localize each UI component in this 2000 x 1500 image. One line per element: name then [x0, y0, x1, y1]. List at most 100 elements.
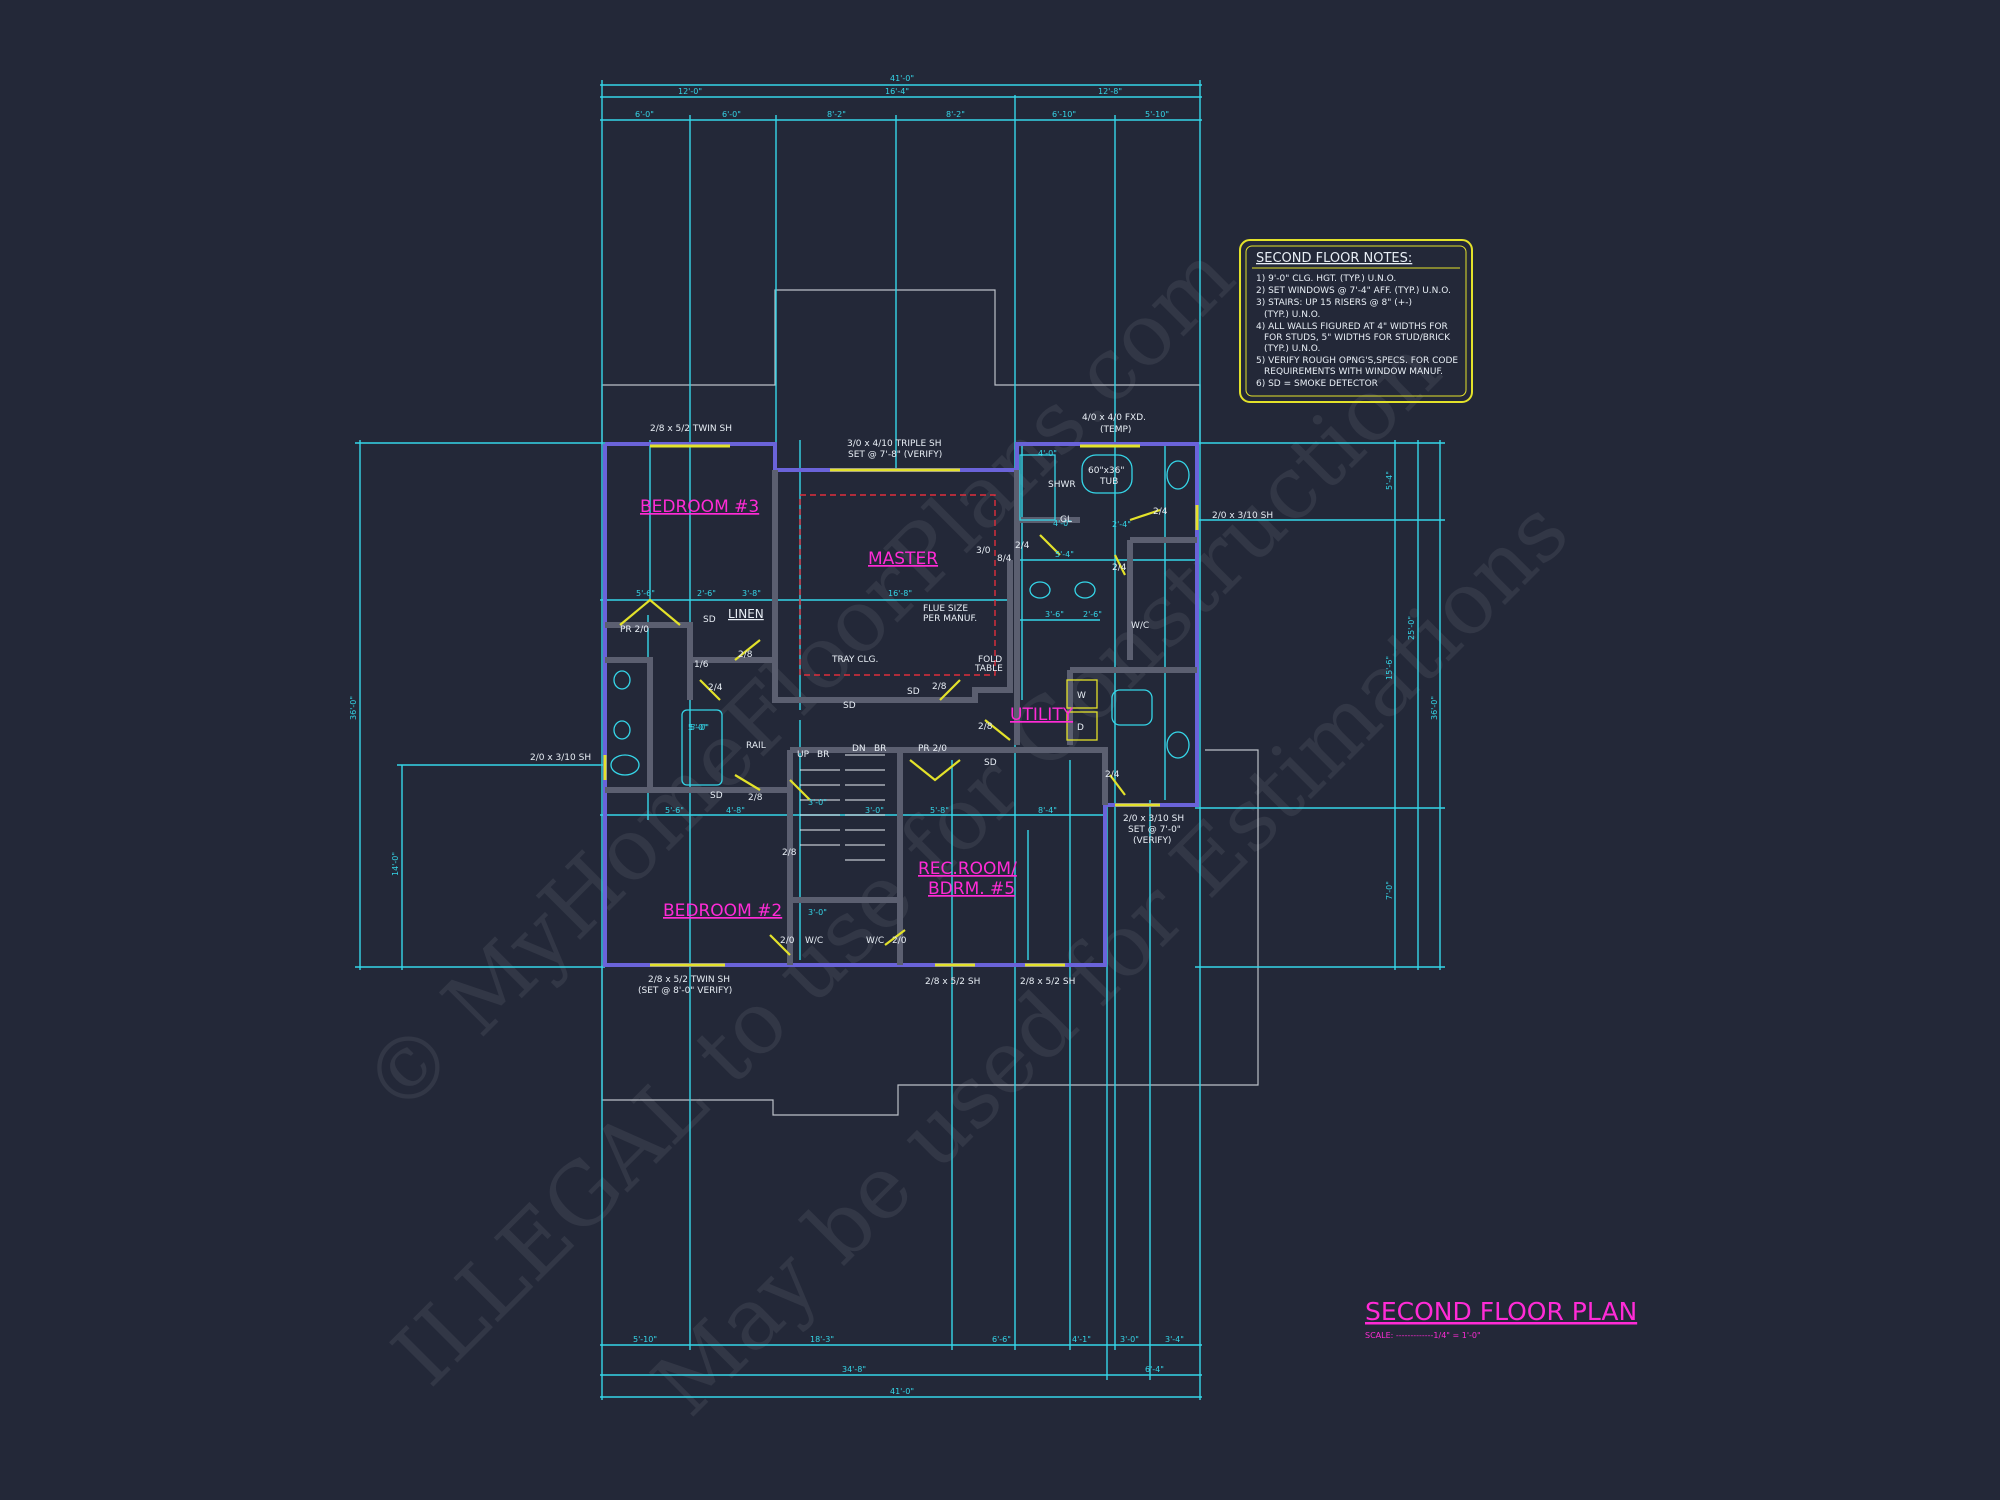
bathtub-icon	[681, 709, 723, 786]
sink-icon	[613, 720, 631, 740]
dim-top-overall: 41'-0"	[890, 74, 914, 83]
window-label: 2/8 x 5/2 TWIN SH	[650, 424, 732, 434]
dim-top-mid: 16'-4"	[885, 87, 909, 96]
washer-label: W	[1077, 691, 1086, 701]
shower-icon	[1019, 454, 1056, 521]
shower-label: SHWR	[1048, 480, 1076, 490]
door-size-label: 2/8	[978, 722, 993, 732]
bottom-dimensions: 5'-10" 18'-3" 6'-6" 4'-1" 3'-0" 3'-4" 34…	[633, 1335, 1184, 1396]
washer-icon	[1066, 679, 1098, 709]
dim-top-detail: 5'-10"	[1145, 110, 1169, 119]
dim-right-detail: 25'-0"	[1407, 616, 1416, 640]
window-label: 3/0 x 4/10 TRIPLE SH	[847, 439, 941, 449]
sink-icon	[613, 670, 631, 690]
door-size-label: 3/0	[976, 546, 991, 556]
dim-left-overall: 36'-0"	[349, 696, 358, 720]
tub-dimension-label: 5'-0"	[690, 723, 709, 732]
dim-right-mid: 15'-6"	[1385, 656, 1394, 680]
tray-ceiling-label: TRAY CLG.	[831, 655, 878, 665]
dim-bottom-overall: 41'-0"	[890, 1387, 914, 1396]
door-size-label: 2/4	[1112, 563, 1127, 573]
misc-labels: PR 2/0 SD 1/6 2/8 2/4 SD SD 2/8 FLUE SIZ…	[620, 466, 1168, 946]
note-item: 6) SD = SMOKE DETECTOR	[1256, 379, 1378, 389]
fold-table-label: TABLE	[974, 664, 1003, 674]
window-label: SET @ 7'-0"	[1128, 825, 1181, 835]
note-item: FOR STUDS, 5" WIDTHS FOR STUD/BRICK	[1264, 333, 1451, 343]
door-size-label: 2/4	[1153, 507, 1168, 517]
walk-in-closet-label: W/C	[805, 936, 823, 946]
dryer-label: D	[1077, 723, 1084, 733]
tub-label: TUB	[1099, 477, 1118, 487]
dim-top-detail: 8'-2"	[946, 110, 965, 119]
dim-interior: 5'-6"	[636, 589, 655, 598]
door-size-label: 2/8	[748, 793, 763, 803]
dim-left-lower: 14'-0"	[391, 852, 400, 876]
dim-interior: 3'-0"	[808, 798, 827, 807]
walk-in-closet-label: W/C	[1131, 621, 1149, 631]
note-item: 1) 9'-0" CLG. HGT. (TYP.) U.N.O.	[1256, 274, 1396, 284]
door-size-label: 2/4	[1105, 770, 1120, 780]
roof-outline	[601, 289, 1259, 1116]
dim-interior: 3'-6"	[1045, 610, 1064, 619]
stair-label: BR	[817, 750, 829, 760]
doors	[619, 508, 1161, 956]
window-label: (VERIFY)	[1133, 836, 1171, 846]
dim-right-detail: 7'-0"	[1385, 881, 1394, 900]
dim-interior: 16'-8"	[888, 589, 912, 598]
smoke-detector-label: SD	[843, 701, 856, 711]
dim-bottom-detail: 18'-3"	[810, 1335, 834, 1344]
room-label-master: MASTER	[868, 549, 938, 569]
tray-ceiling-outline	[799, 494, 996, 676]
dim-interior: 4'-0"	[1053, 519, 1072, 528]
door-size-label: 2/0	[780, 936, 795, 946]
dimension-lines	[355, 80, 1445, 1400]
second-floor-notes: SECOND FLOOR NOTES: 1) 9'-0" CLG. HGT. (…	[1239, 239, 1473, 403]
dim-interior: 5'-8"	[930, 806, 949, 815]
dim-bottom-detail: 3'-0"	[1120, 1335, 1139, 1344]
dim-interior: 2'-6"	[697, 589, 716, 598]
dim-top-mid: 12'-0"	[678, 87, 702, 96]
flue-label: PER MANUF.	[923, 614, 977, 624]
dim-top-detail: 6'-0"	[635, 110, 654, 119]
dim-interior: 3'-0"	[865, 806, 884, 815]
fold-table-label: FOLD	[978, 655, 1002, 665]
window-label: SET @ 7'-8" (VERIFY)	[848, 450, 942, 460]
dryer-icon	[1066, 711, 1098, 741]
door-size-label: 8/4	[997, 554, 1012, 564]
dim-top-detail: 6'-10"	[1052, 110, 1076, 119]
window-label: (SET @ 8'-0" VERIFY)	[638, 986, 732, 996]
plan-title-block: SECOND FLOOR PLAN SCALE: -------------1/…	[1365, 1297, 1637, 1340]
window-label: 2/8 x 5/2 SH	[1020, 977, 1075, 987]
stair-label: BR	[874, 744, 886, 754]
watermark-line-2: ILLEGAL to use for Construction	[374, 319, 1460, 1405]
door-size-label: 2/8	[932, 682, 947, 692]
room-label-bedroom-3: BEDROOM #3	[640, 497, 759, 517]
walk-in-closet-label: W/C	[866, 936, 884, 946]
toilet-icon	[1166, 731, 1190, 759]
door-size-label: 2/4	[708, 683, 723, 693]
note-item: (TYP.) U.N.O.	[1264, 344, 1320, 354]
dim-top-detail: 6'-0"	[722, 110, 741, 119]
window-label: 2/0 x 3/10 SH	[530, 753, 591, 763]
room-label-recroom: REC.ROOM/	[918, 859, 1017, 879]
dim-interior: 3'-8"	[742, 589, 761, 598]
note-item: 2) SET WINDOWS @ 7'-4" AFF. (TYP.) U.N.O…	[1256, 286, 1451, 296]
dim-bottom-detail: 3'-4"	[1165, 1335, 1184, 1344]
door-size-label: 2/0	[892, 936, 907, 946]
interior-walls	[605, 470, 1197, 965]
dim-interior: 3'-0"	[808, 908, 827, 917]
window-label: 2/0 x 3/10 SH	[1123, 814, 1184, 824]
bathtub-icon	[1081, 454, 1133, 494]
dim-top-detail: 8'-2"	[827, 110, 846, 119]
window-label: 2/8 x 5/2 TWIN SH	[648, 975, 730, 985]
notes-title: SECOND FLOOR NOTES:	[1256, 251, 1412, 266]
dim-right-detail: 5'-4"	[1385, 471, 1394, 490]
window-label: 2/0 x 3/10 SH	[1212, 511, 1273, 521]
stair-treads	[800, 754, 885, 861]
smoke-detector-label: SD	[703, 615, 716, 625]
toilet-icon	[610, 754, 640, 776]
stair-down-label: DN	[852, 744, 866, 754]
dim-bottom-detail: 5'-10"	[633, 1335, 657, 1344]
note-item: 4) ALL WALLS FIGURED AT 4" WIDTHS FOR	[1256, 322, 1448, 332]
